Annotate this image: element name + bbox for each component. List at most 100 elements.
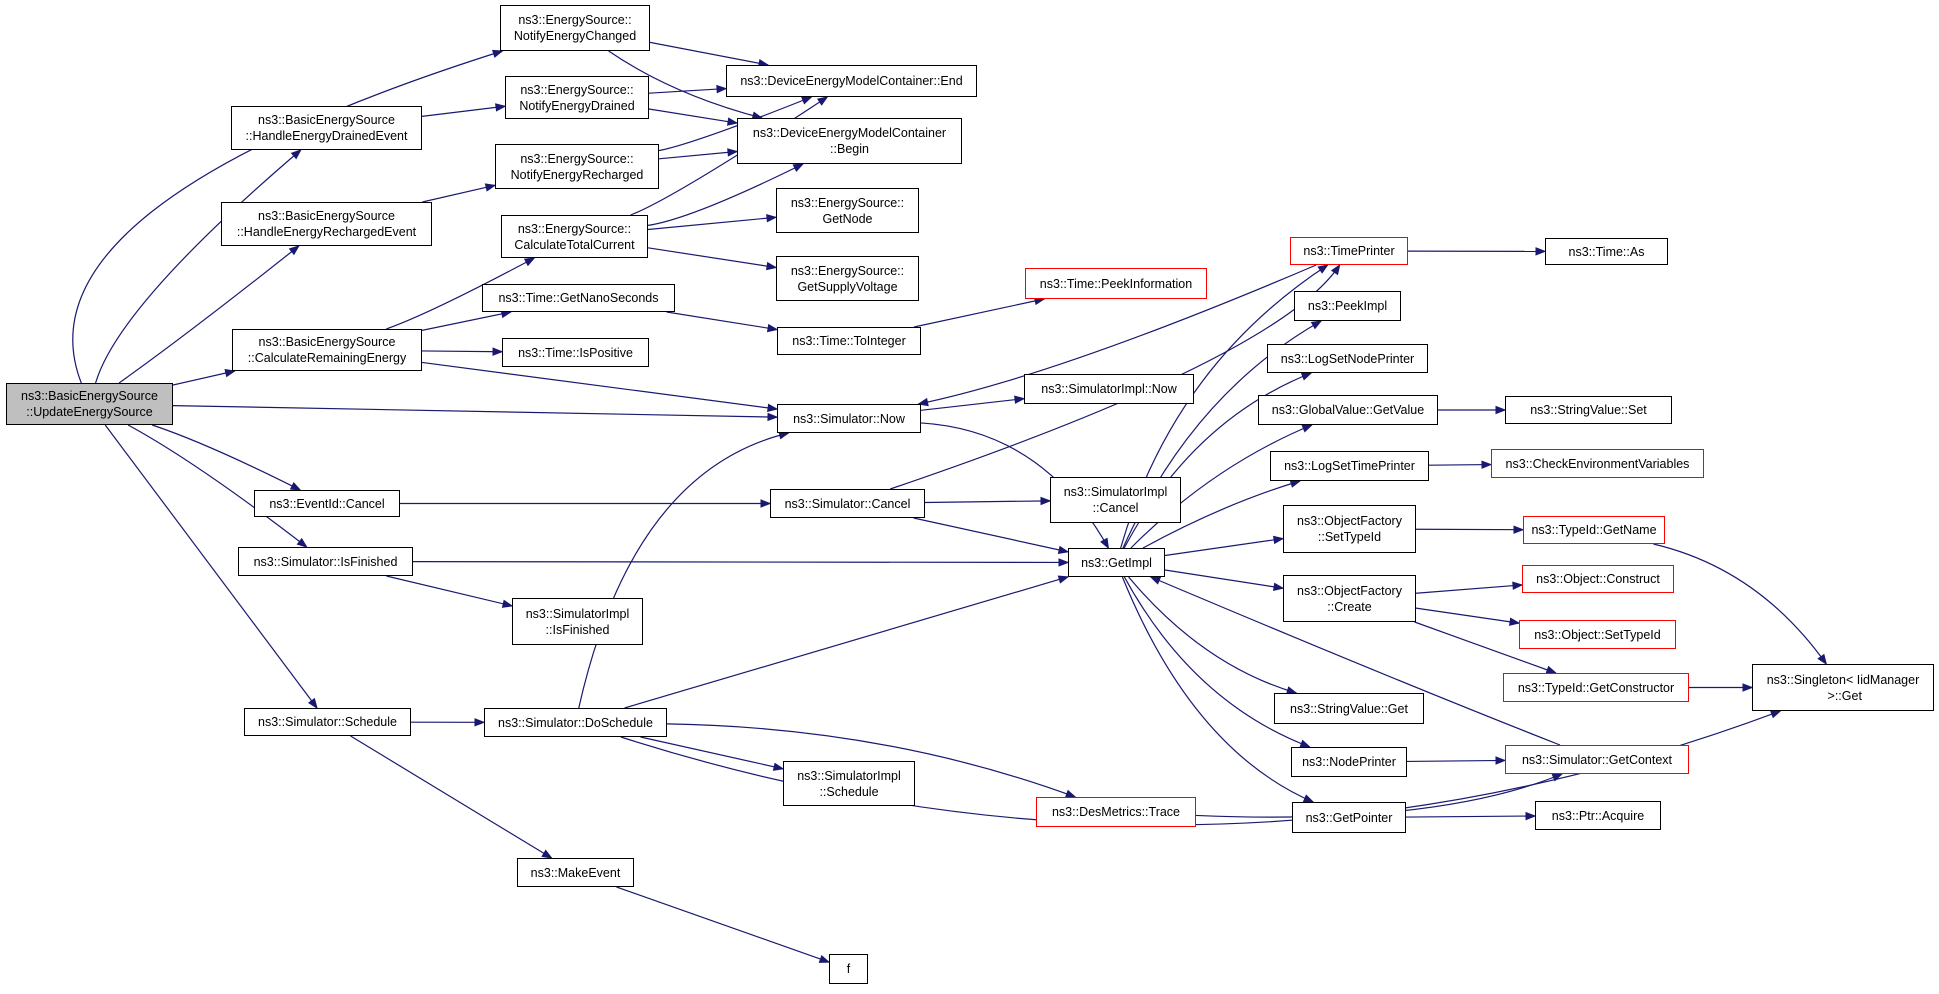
node-des-metrics-trace[interactable]: ns3::DesMetrics::Trace	[1036, 797, 1196, 827]
node-time-get-nano[interactable]: ns3::Time::GetNanoSeconds	[482, 284, 675, 312]
arrowhead-demc_begin	[728, 118, 737, 125]
edge-root-to-sim_is_finished	[128, 425, 307, 547]
node-eventid-cancel[interactable]: ns3::EventId::Cancel	[254, 490, 400, 517]
node-get-impl[interactable]: ns3::GetImpl	[1068, 548, 1165, 577]
node-singleton-get[interactable]: ns3::Singleton< IidManager >::Get	[1752, 664, 1934, 711]
node-sim-get-context[interactable]: ns3::Simulator::GetContext	[1505, 745, 1689, 774]
node-log-set-node-printer[interactable]: ns3::LogSetNodePrinter	[1267, 344, 1428, 373]
node-es-get-node[interactable]: ns3::EnergySource:: GetNode	[776, 188, 919, 233]
node-node-printer[interactable]: ns3::NodePrinter	[1291, 747, 1407, 777]
node-bes-calc-remaining[interactable]: ns3::BasicEnergySource ::CalculateRemain…	[232, 329, 422, 371]
node-demc-begin[interactable]: ns3::DeviceEnergyModelContainer ::Begin	[737, 118, 962, 164]
arrowhead-demc_begin	[728, 149, 737, 156]
node-string-value-set[interactable]: ns3::StringValue::Set	[1505, 396, 1672, 424]
node-sim-now[interactable]: ns3::Simulator::Now	[777, 404, 921, 433]
node-typeid-get-name[interactable]: ns3::TypeId::GetName	[1523, 516, 1665, 544]
node-time-peek-info[interactable]: ns3::Time::PeekInformation	[1025, 268, 1207, 299]
arrowhead-time_printer	[1318, 265, 1327, 273]
edge-time_get_nano-to-time_to_integer	[667, 312, 777, 330]
edge-bes_calc_remaining-to-time_get_nano	[422, 312, 511, 330]
node-simimpl-cancel[interactable]: ns3::SimulatorImpl ::Cancel	[1050, 477, 1181, 523]
arrowhead-sim_cancel	[761, 500, 770, 507]
node-of-create[interactable]: ns3::ObjectFactory ::Create	[1283, 575, 1416, 622]
node-log-set-time-printer[interactable]: ns3::LogSetTimePrinter	[1270, 451, 1429, 481]
edge-es_calc_total-to-es_get_node	[648, 217, 776, 229]
node-time-printer[interactable]: ns3::TimePrinter	[1290, 237, 1408, 265]
edge-sim_do_schedule-to-sim_now	[579, 433, 789, 708]
node-bes-handle-drained[interactable]: ns3::BasicEnergySource ::HandleEnergyDra…	[231, 106, 422, 150]
arrowhead-ptr_acquire	[1526, 813, 1535, 820]
node-bes-handle-recharged[interactable]: ns3::BasicEnergySource ::HandleEnergyRec…	[221, 202, 432, 246]
node-root[interactable]: ns3::BasicEnergySource ::UpdateEnergySou…	[6, 383, 173, 425]
arrowhead-time_to_integer	[768, 325, 777, 332]
arrowhead-time_as	[1536, 248, 1545, 255]
arrowhead-sim_now	[768, 413, 777, 420]
node-es-notify-changed[interactable]: ns3::EnergySource:: NotifyEnergyChanged	[500, 5, 650, 51]
arrowhead-sim_now	[768, 404, 777, 411]
node-string-value-get[interactable]: ns3::StringValue::Get	[1274, 693, 1424, 724]
node-sim-schedule[interactable]: ns3::Simulator::Schedule	[244, 708, 411, 736]
arrowhead-string_value_set	[1496, 407, 1505, 414]
edge-get_impl-to-string_value_get	[1129, 577, 1297, 693]
node-f[interactable]: f	[829, 954, 868, 984]
arrowhead-make_event	[542, 850, 552, 858]
arrowhead-demc_end	[717, 86, 726, 93]
node-sim-is-finished[interactable]: ns3::Simulator::IsFinished	[238, 547, 413, 576]
arrowhead-get_impl	[1101, 538, 1108, 548]
node-get-pointer[interactable]: ns3::GetPointer	[1292, 802, 1406, 833]
node-object-set-typeid[interactable]: ns3::Object::SetTypeId	[1519, 620, 1676, 649]
node-simimpl-is-finished[interactable]: ns3::SimulatorImpl ::IsFinished	[512, 598, 643, 645]
arrowhead-es_notify_changed	[493, 50, 503, 57]
arrowhead-simimpl_now	[1015, 396, 1024, 403]
edge-root-to-sim_now	[173, 406, 777, 418]
edge-bes_handle_drained-to-es_notify_drained	[422, 106, 505, 116]
arrowhead-typeid_get_name	[1514, 526, 1523, 533]
node-check-env-vars[interactable]: ns3::CheckEnvironmentVariables	[1491, 449, 1704, 478]
node-time-as[interactable]: ns3::Time::As	[1545, 238, 1668, 265]
node-typeid-get-constructor[interactable]: ns3::TypeId::GetConstructor	[1503, 673, 1689, 702]
node-es-notify-drained[interactable]: ns3::EnergySource:: NotifyEnergyDrained	[505, 76, 649, 119]
edge-es_notify_recharged-to-demc_begin	[659, 152, 737, 159]
node-sim-do-schedule[interactable]: ns3::Simulator::DoSchedule	[484, 708, 667, 737]
arrowhead-f	[819, 956, 829, 963]
arrowhead-check_env_vars	[1482, 461, 1491, 468]
node-es-calc-total[interactable]: ns3::EnergySource:: CalculateTotalCurren…	[501, 215, 648, 258]
node-demc-end[interactable]: ns3::DeviceEnergyModelContainer::End	[726, 65, 977, 97]
arrowhead-object_set_typeid	[1510, 618, 1519, 625]
arrowhead-get_impl	[1059, 559, 1068, 566]
arrowhead-simimpl_is_finished	[502, 600, 512, 607]
node-time-to-integer[interactable]: ns3::Time::ToInteger	[777, 327, 921, 355]
arrowhead-of_set_typeid	[1274, 536, 1283, 543]
edge-es_notify_changed-to-demc_end	[650, 42, 768, 65]
node-simimpl-schedule[interactable]: ns3::SimulatorImpl ::Schedule	[783, 761, 915, 806]
node-make-event[interactable]: ns3::MakeEvent	[517, 858, 634, 887]
node-es-notify-recharged[interactable]: ns3::EnergySource:: NotifyEnergyRecharge…	[495, 144, 659, 189]
edge-sim_cancel-to-simimpl_cancel	[925, 501, 1050, 503]
arrowhead-get_pointer	[1303, 795, 1313, 802]
arrowhead-es_get_supply	[767, 263, 776, 270]
node-time-is-positive[interactable]: ns3::Time::IsPositive	[502, 338, 649, 367]
node-es-get-supply[interactable]: ns3::EnergySource:: GetSupplyVoltage	[776, 256, 919, 301]
node-object-construct[interactable]: ns3::Object::Construct	[1522, 565, 1674, 593]
edge-es_notify_drained-to-demc_end	[649, 89, 726, 94]
edge-of_create-to-object_construct	[1416, 585, 1522, 593]
arrowhead-of_create	[1274, 583, 1283, 590]
edge-sim_is_finished-to-simimpl_is_finished	[386, 576, 512, 606]
edge-node_printer-to-sim_get_context	[1407, 760, 1505, 761]
edge-bes_calc_remaining-to-sim_now	[422, 362, 777, 409]
arrowhead-singleton_get	[1771, 711, 1781, 718]
node-simimpl-now[interactable]: ns3::SimulatorImpl::Now	[1024, 374, 1194, 404]
arrowhead-es_calc_total	[525, 258, 535, 265]
node-peek-impl[interactable]: ns3::PeekImpl	[1294, 291, 1401, 321]
arrowhead-singleton_get	[1818, 655, 1826, 664]
arrowhead-demc_end	[818, 97, 827, 105]
node-sim-cancel[interactable]: ns3::Simulator::Cancel	[770, 489, 925, 518]
arrowhead-time_is_positive	[493, 348, 502, 355]
arrowhead-simimpl_cancel	[1041, 497, 1050, 504]
node-of-set-typeid[interactable]: ns3::ObjectFactory ::SetTypeId	[1283, 505, 1416, 553]
arrowhead-sim_get_context	[1496, 757, 1505, 764]
edge-sim_do_schedule-to-get_impl	[625, 577, 1068, 708]
node-gv-get-value[interactable]: ns3::GlobalValue::GetValue	[1258, 395, 1438, 425]
edge-get_impl-to-of_set_typeid	[1165, 539, 1283, 556]
node-ptr-acquire[interactable]: ns3::Ptr::Acquire	[1535, 801, 1661, 830]
